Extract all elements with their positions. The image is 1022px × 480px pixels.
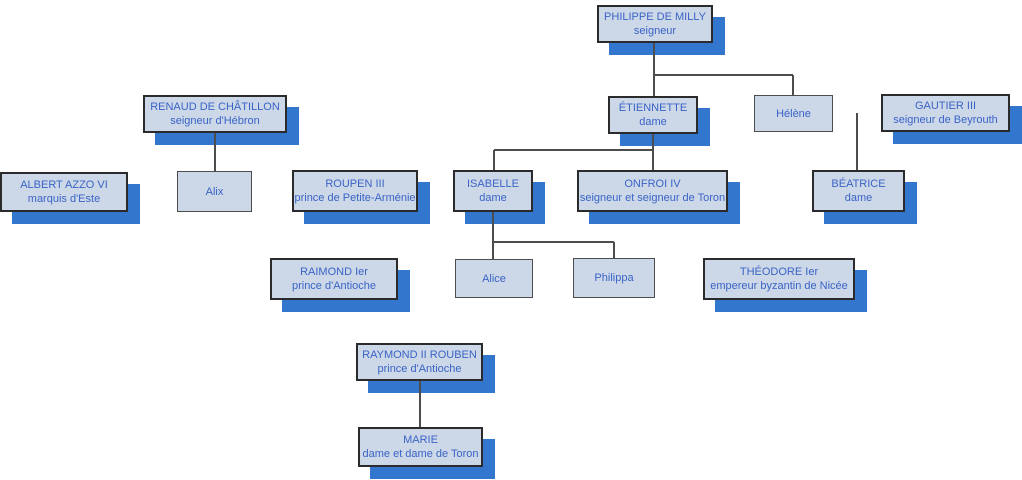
marriage-dashed-line [655,277,703,279]
marriage-dashed-line [140,190,177,192]
person-node-roupen-iii[interactable]: ROUPEN III prince de Petite-Arménie [292,170,418,212]
descent-line [654,74,793,76]
person-name: GAUTIER III [914,100,977,112]
person-title: empereur byzantin de Nicée [710,280,848,292]
marriage-dashed-line [430,190,453,192]
person-node-philippe-de-milly[interactable]: PHILIPPE DE MILLY seigneur [597,5,713,43]
person-name: Alix [205,185,224,198]
descent-line [856,113,858,170]
person-node-gautier-iii[interactable]: GAUTIER III seigneur de Beyrouth [881,94,1010,132]
person-node-alix[interactable]: Alix [177,171,252,212]
descent-line [652,134,654,170]
person-node-renaud-de-chatillon[interactable]: RENAUD DE CHÂTILLON seigneur d'Hébron [143,95,287,133]
person-name: Hélène [776,107,811,120]
person-name: Alice [482,272,506,285]
person-title: prince d'Antioche [377,363,462,375]
person-node-alice[interactable]: Alice [455,259,533,298]
person-node-onfroi-iv[interactable]: ONFROI IV seigneur et seigneur de Toron [577,170,728,212]
person-name: ISABELLE [467,178,519,190]
person-node-raimond-ier[interactable]: RAIMOND Ier prince d'Antioche [270,258,398,300]
person-name: ONFROI IV [624,178,681,190]
person-node-philippa[interactable]: Philippa [573,258,655,298]
person-title: prince de Petite-Arménie [294,192,416,204]
person-name: RENAUD DE CHÂTILLON [150,101,280,113]
person-node-beatrice[interactable]: BÉATRICE dame [812,170,905,212]
person-name: ROUPEN III [325,178,385,190]
descent-line [493,241,614,243]
person-title: prince d'Antioche [291,280,377,292]
person-name: THÉODORE Ier [739,266,819,278]
person-name: RAIMOND Ier [300,266,368,278]
person-name: PHILIPPE DE MILLY [604,11,706,23]
descent-line [493,150,495,170]
person-title: seigneur de Beyrouth [893,114,998,126]
person-name: ÉTIENNETTE [618,102,688,114]
person-title: seigneur et seigneur de Toron [579,192,726,204]
person-name: RAYMOND II ROUBEN [362,349,477,361]
person-name: BÉATRICE [831,178,886,190]
person-node-isabelle[interactable]: ISABELLE dame [453,170,533,212]
descent-line [492,212,494,259]
descent-line [653,43,655,96]
descent-line [792,75,794,95]
marriage-dashed-line [833,112,881,114]
person-name: Philippa [594,272,634,284]
person-title: dame [844,192,873,204]
person-node-theodore-ier[interactable]: THÉODORE Ier empereur byzantin de Nicée [703,258,855,300]
descent-line [494,149,653,151]
person-title: dame et dame de Toron [362,448,479,460]
person-title: dame [639,116,667,128]
person-title: marquis d'Este [27,193,101,205]
person-name: ALBERT AZZO VI [20,179,108,191]
person-node-helene[interactable]: Hélène [754,95,833,132]
person-node-etiennette[interactable]: ÉTIENNETTE dame [608,96,698,134]
person-title: seigneur [633,25,677,37]
marriage-dashed-line [299,113,608,115]
person-node-albert-azzo-vi[interactable]: ALBERT AZZO VI marquis d'Este [0,172,128,212]
marriage-dashed-line [410,277,455,279]
descent-line [613,242,615,258]
person-node-marie[interactable]: MARIE dame et dame de Toron [358,427,483,467]
person-title: dame [479,192,507,204]
person-node-raymond-ii-rouben[interactable]: RAYMOND II ROUBEN prince d'Antioche [356,343,483,381]
person-title: seigneur d'Hébron [170,115,260,127]
person-name: MARIE [403,434,438,446]
descent-line [214,133,216,171]
descent-line [419,381,421,427]
